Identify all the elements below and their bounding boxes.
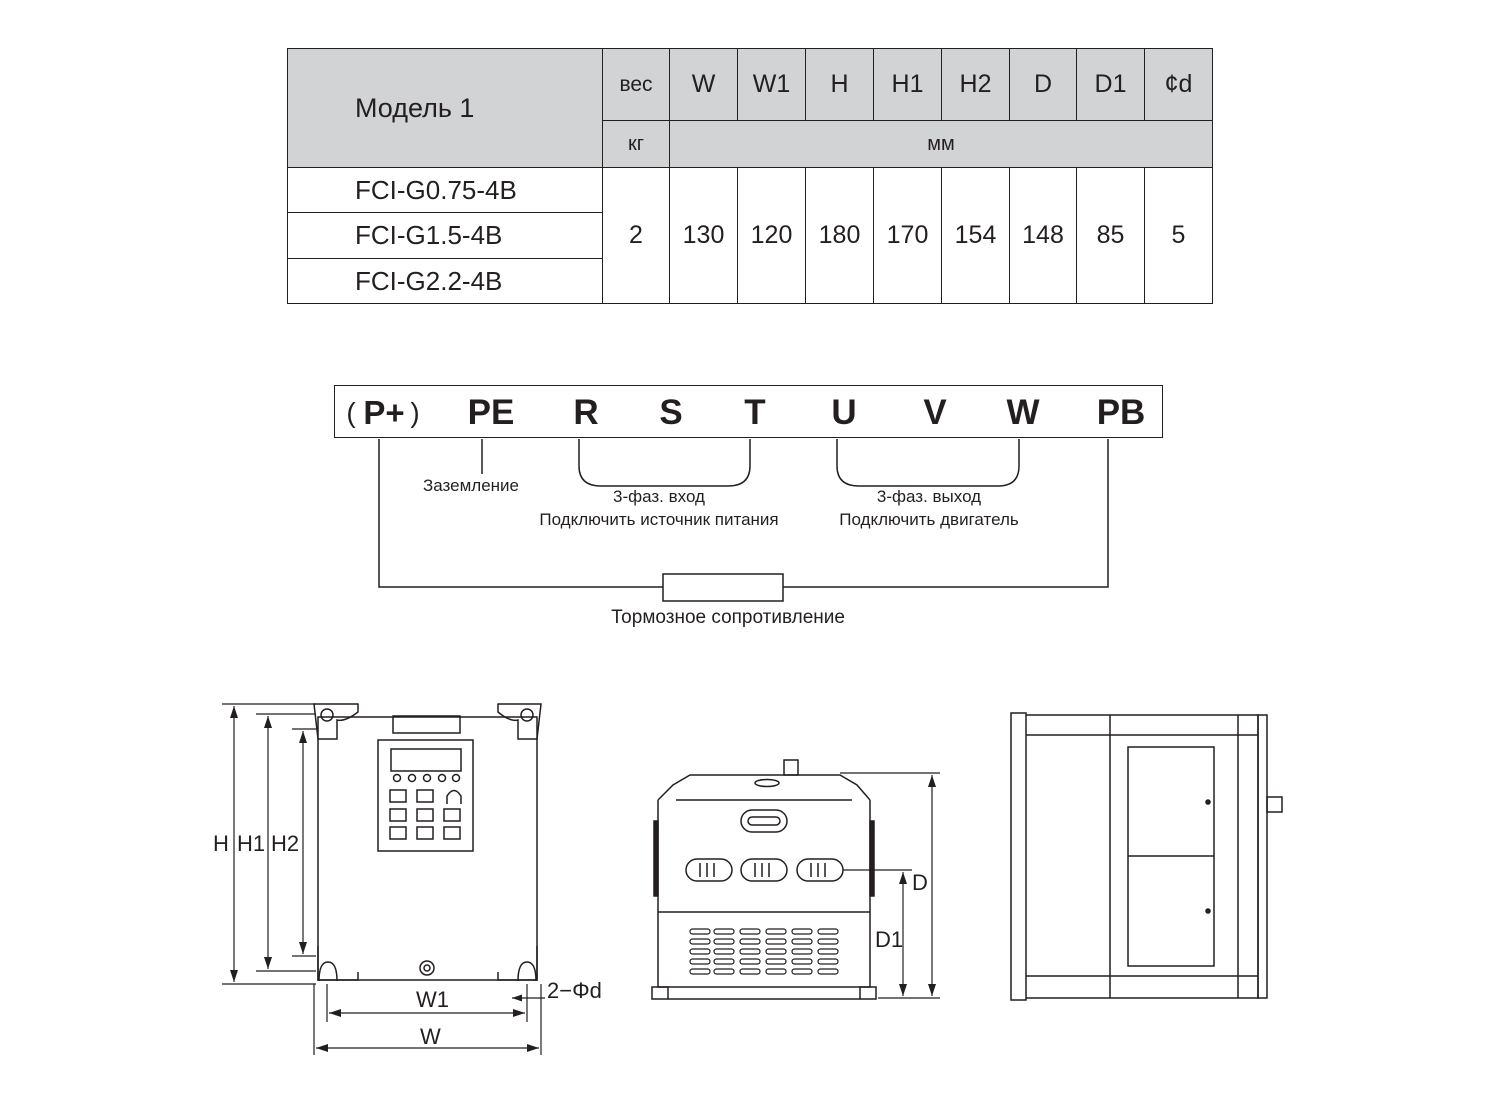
indicator-led-icon [437,773,447,783]
value-hole-d: 5 [1144,167,1213,304]
label-H: H [213,831,229,856]
keypad-panel [377,739,474,852]
input-note-title: 3-фаз. вход [613,487,705,506]
label-W1: W1 [416,987,449,1012]
keypad-display [390,748,462,772]
paren-close: ) [410,397,420,428]
terminal-pb: PB [1096,393,1146,432]
header-H: H [805,48,874,121]
bottom-top-edge [657,774,871,801]
label-hole: 2−Φd [547,978,602,1003]
value-D1: 85 [1076,167,1145,304]
output-note-desc: Подключить двигатель [839,510,1019,529]
input-note-desc: Подключить источник питания [539,510,779,529]
mount-slot-icon [318,961,338,982]
terminal-p-plus: P+ [363,394,405,431]
key-icon [389,826,407,840]
value-W: 130 [669,167,738,304]
key-icon [389,808,407,822]
output-bracket [836,439,1020,487]
brake-resistor [662,573,784,602]
ear-top-right [497,703,542,740]
front-body [317,716,538,981]
key-icon [443,826,461,840]
value-H: 180 [805,167,874,304]
model-row: FCI-G0.75-4B [287,167,603,213]
screw-icon [419,960,435,976]
vent-grille [689,928,839,975]
side-knob [1266,796,1283,813]
model-header: Модель 1 [287,48,603,168]
ear-bottom-left [317,946,359,981]
cable-gland-icon [685,858,733,882]
mount-hole-icon [320,708,334,722]
key-icon [443,808,461,822]
key-icon [416,826,434,840]
header-H1: H1 [873,48,942,121]
ear-top-left [313,703,359,740]
terminal-r: R [573,393,599,432]
key-icon [416,808,434,822]
dimension-unit: мм [669,120,1213,168]
cable-gland-icon [740,858,788,882]
brake-wire [378,439,1109,588]
header-D: D [1009,48,1077,121]
label-H2: H2 [271,831,300,856]
terminal-t: T [744,393,766,432]
terminal-u: U [831,393,857,432]
value-D: 148 [1009,167,1077,304]
input-bracket [578,439,751,487]
terminal-pe: PE [467,393,515,432]
value-W1: 120 [737,167,806,304]
header-H2: H2 [941,48,1010,121]
paren-open: ( [346,397,356,428]
side-cover [1257,714,1268,999]
indicator-led-icon [451,773,461,783]
label-D: D [912,870,928,895]
header-W1: W1 [737,48,806,121]
indicator-led-icon [407,773,417,783]
terminal-w: W [1006,393,1040,432]
key-icon [416,789,434,803]
cable-entry [740,809,788,833]
header-D1: D1 [1076,48,1145,121]
indicator-led-icon [392,773,402,783]
screw-icon [423,964,431,972]
knob-icon [446,789,462,804]
output-note-title: 3-фаз. выход [876,487,982,506]
side-mount-plate [1010,712,1027,1001]
label-H1: H1 [237,831,266,856]
value-H2: 154 [941,167,1010,304]
label-D1: D1 [875,927,904,952]
mount-hole-icon [520,708,534,722]
mount-slot-icon [517,961,537,982]
value-H1: 170 [873,167,942,304]
model-row: FCI-G2.2-4B [287,258,603,304]
weight-unit: кг [602,120,670,168]
header-hole-d: ¢d [1144,48,1213,121]
terminal-v: V [923,393,947,432]
weight-value: 2 [602,167,670,304]
key-icon [389,789,407,803]
name-plate [392,715,461,734]
ground-note: Заземление [423,476,519,495]
dimension-table: Модель 1 вес W W1 H H1 H2 D D1 ¢d кг мм … [287,48,1213,304]
terminal-s: S [659,393,683,432]
label-W: W [420,1024,441,1049]
brake-note: Тормозное сопротивление [611,607,845,628]
terminal-block: ( P+ ) PE R S T U V W PB [334,385,1163,438]
indicator-led-icon [422,773,432,783]
